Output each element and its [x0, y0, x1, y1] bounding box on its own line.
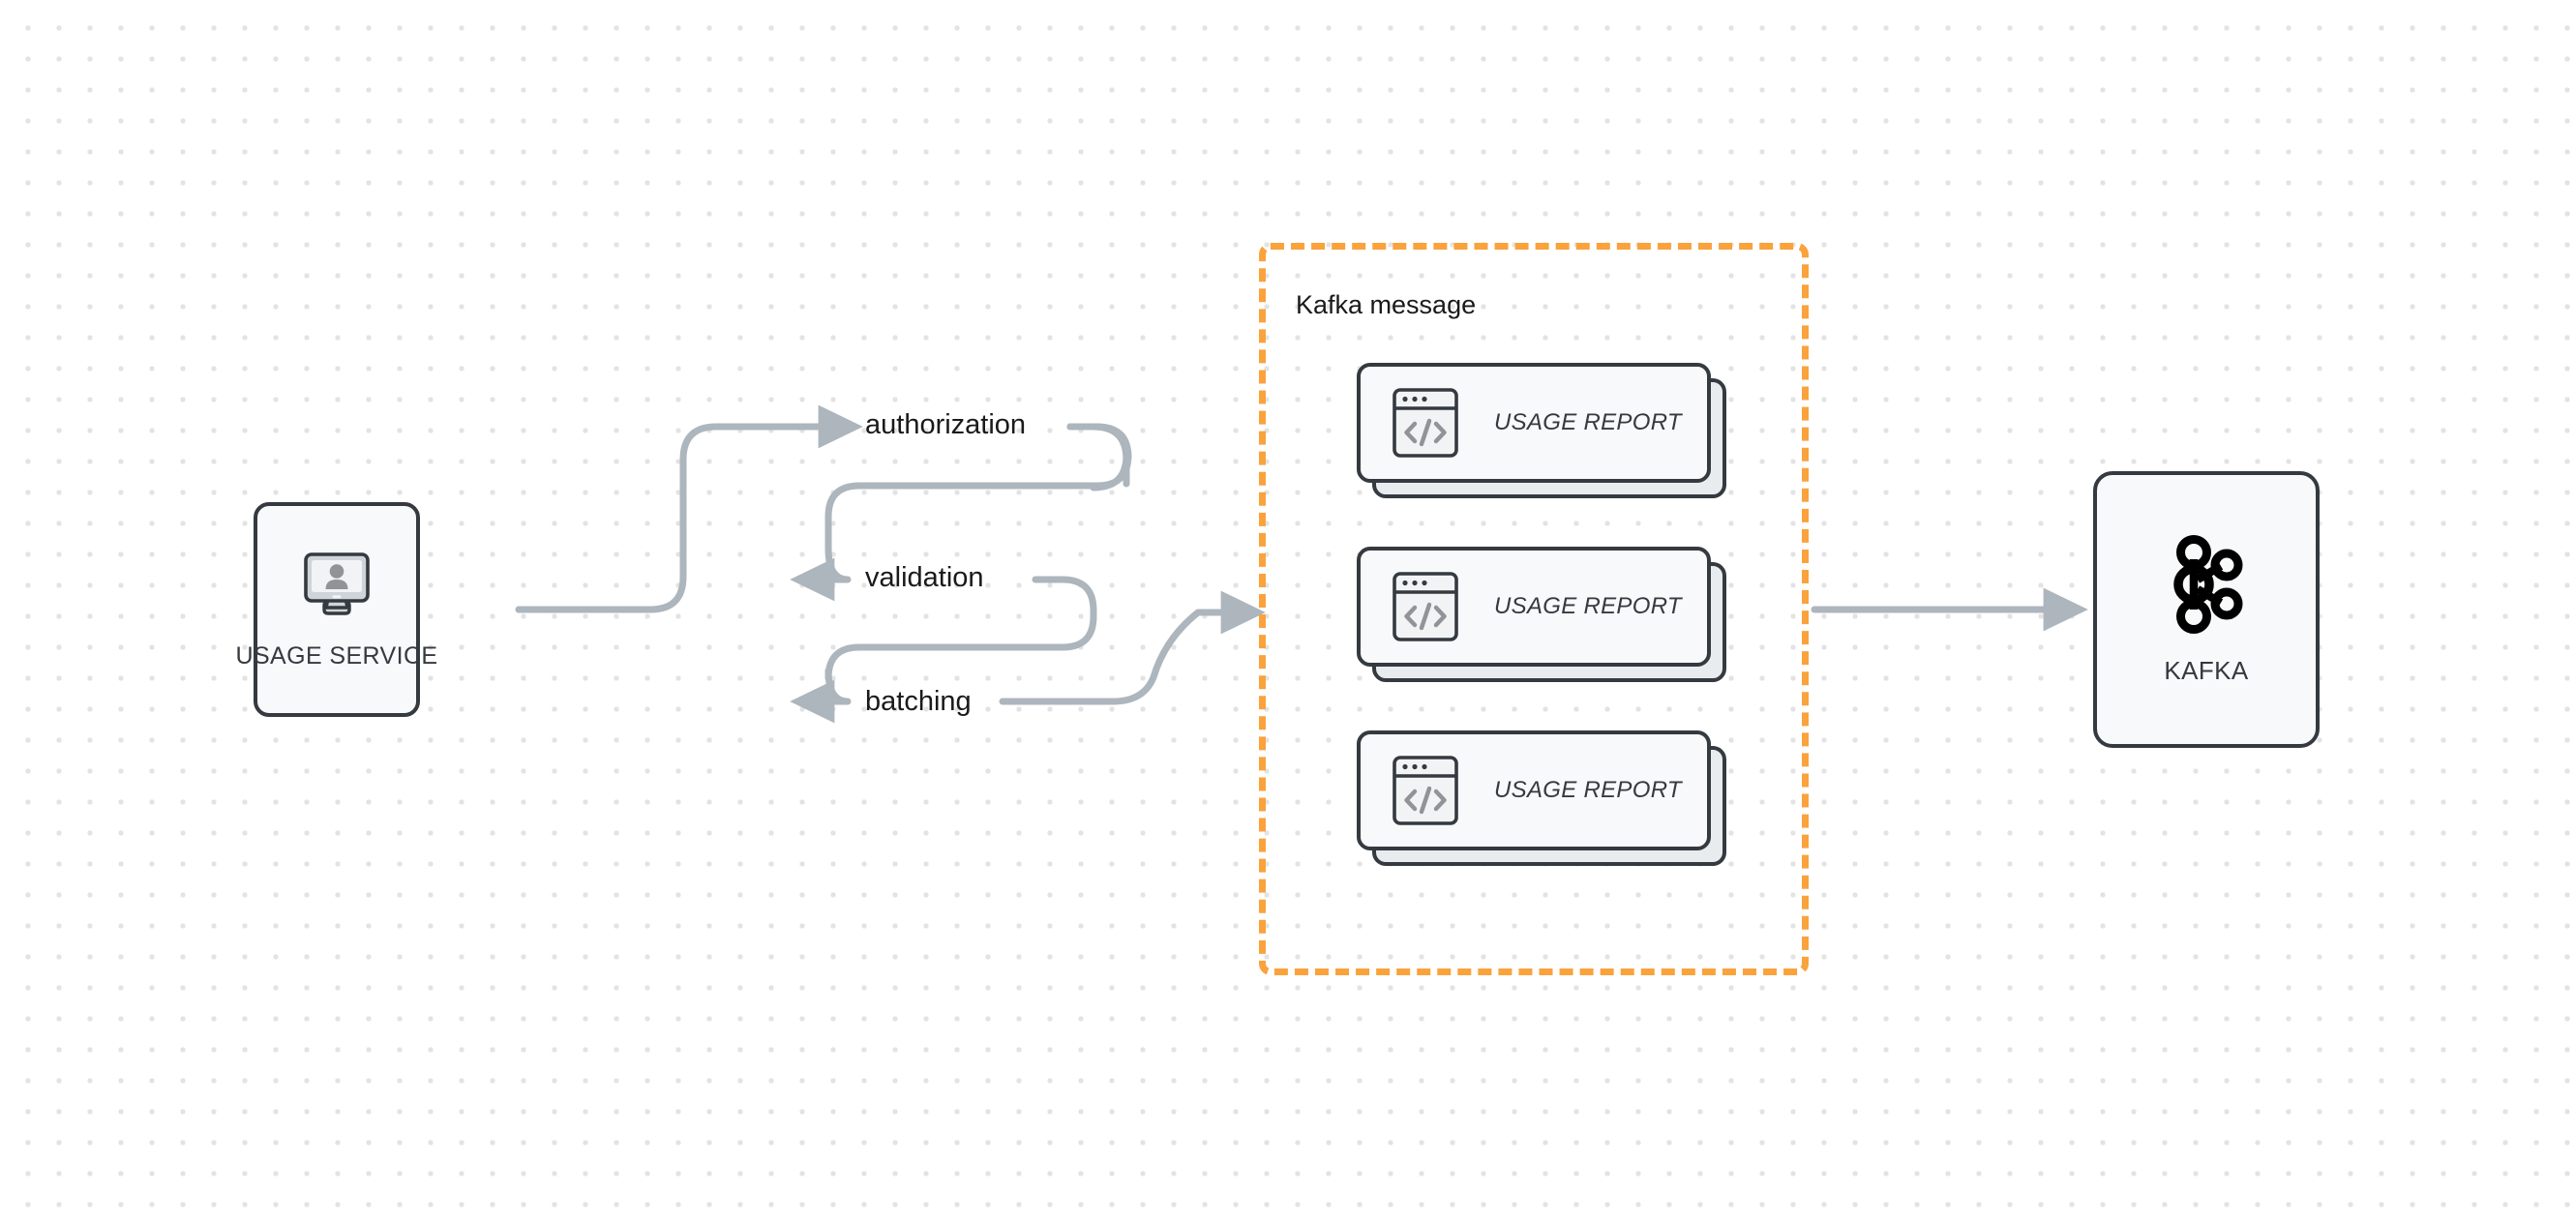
usage-report-card-label: USAGE REPORT: [1494, 777, 1682, 803]
code-window-icon: [1392, 571, 1459, 642]
kafka-logo-icon: [2165, 534, 2248, 635]
edge-authorization-to-validation: [1066, 423, 1130, 488]
usage-report-card-front: USAGE REPORT: [1357, 730, 1711, 850]
code-window-icon: [1392, 387, 1459, 459]
usage-report-card-label: USAGE REPORT: [1494, 593, 1682, 619]
usage-report-card[interactable]: USAGE REPORT: [1357, 730, 1726, 866]
node-kafka[interactable]: KAFKA: [2093, 471, 2320, 748]
group-kafka-message: [1259, 243, 1809, 975]
node-usage-service-label: USAGE SERVICE: [235, 641, 438, 670]
edge-validation-to-batching-serpentine: [790, 576, 1097, 724]
edge-usage-service-to-authorization: [515, 404, 863, 613]
usage-report-card-front: USAGE REPORT: [1357, 547, 1711, 667]
usage-report-card[interactable]: USAGE REPORT: [1357, 547, 1726, 682]
usage-report-card-front: USAGE REPORT: [1357, 363, 1711, 483]
edge-batching-to-kafka-message: [999, 590, 1266, 705]
code-window-icon: [1392, 755, 1459, 826]
usage-report-card-label: USAGE REPORT: [1494, 409, 1682, 435]
edge-authorization-loop: [1066, 423, 1130, 491]
step-label-validation: validation: [865, 562, 984, 593]
step-label-batching: batching: [865, 686, 972, 717]
edge-auth-to-validation-serpentine: [790, 423, 1132, 602]
usage-report-card[interactable]: USAGE REPORT: [1357, 363, 1726, 498]
monitor-user-icon: [300, 550, 374, 621]
group-kafka-message-title: Kafka message: [1296, 290, 1477, 319]
node-usage-service[interactable]: USAGE SERVICE: [236, 502, 437, 717]
node-kafka-label: KAFKA: [2164, 655, 2249, 685]
step-label-authorization: authorization: [865, 409, 1027, 440]
